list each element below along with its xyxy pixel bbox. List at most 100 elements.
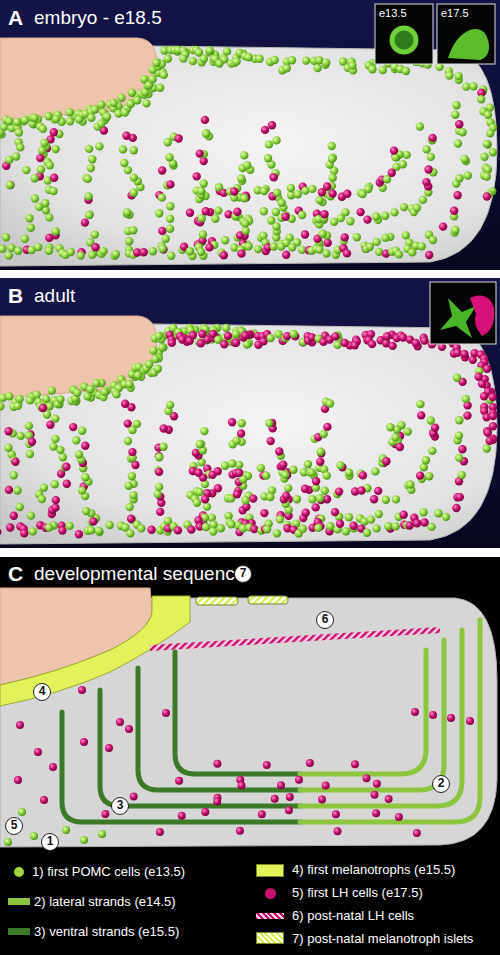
- pomc-cell: [264, 154, 272, 162]
- pomc-cell: [197, 187, 205, 195]
- posterior-lobe: [0, 316, 157, 398]
- pomc-cell: [159, 443, 167, 451]
- ventral-strand: [175, 652, 300, 774]
- lh-cell: [201, 808, 209, 816]
- pomc-cell: [322, 58, 330, 66]
- pomc-cell: [272, 222, 280, 230]
- pomc-cell: [101, 388, 109, 396]
- lh-cell: [187, 525, 195, 533]
- pomc-cell: [18, 808, 26, 816]
- pomc-cell: [45, 213, 53, 221]
- lh-cell: [105, 744, 113, 752]
- pomc-cell: [342, 527, 350, 535]
- lh-cell: [385, 795, 393, 803]
- lh-cell: [78, 686, 86, 694]
- lh-cell: [417, 411, 425, 419]
- pomc-cell: [160, 71, 168, 79]
- pomc-cell: [52, 227, 60, 235]
- pomc-cell: [245, 53, 253, 61]
- legend-swatch: [256, 864, 284, 877]
- pomc-cell: [240, 151, 248, 159]
- pomc-cell: [5, 392, 13, 400]
- lh-cell: [383, 332, 391, 340]
- lh-cell: [4, 427, 12, 435]
- lh-cell: [122, 132, 130, 140]
- pomc-cell: [25, 214, 33, 222]
- pomc-cell: [129, 226, 137, 234]
- lh-cell: [62, 463, 70, 471]
- pomc-cell: [14, 402, 22, 410]
- pomc-cell: [4, 838, 12, 846]
- pomc-cell: [452, 101, 460, 109]
- lh-cell: [205, 243, 213, 251]
- lh-cell: [331, 332, 339, 340]
- panel-b: [0, 278, 500, 548]
- pomc-cell: [408, 248, 416, 256]
- pomc-cell: [288, 56, 296, 64]
- pomc-cell: [99, 247, 107, 255]
- lh-cell: [285, 806, 293, 814]
- pomc-cell: [462, 395, 470, 403]
- pomc-cell: [260, 187, 268, 195]
- pomc-cell: [33, 390, 41, 398]
- lh-cell: [50, 174, 58, 182]
- pomc-cell: [308, 468, 316, 476]
- pomc-cell: [453, 374, 461, 382]
- pomc-cell: [386, 423, 394, 431]
- pomc-cell: [66, 108, 74, 116]
- panel-letter: B: [8, 283, 23, 308]
- pomc-cell: [5, 156, 13, 164]
- pomc-cell: [413, 204, 421, 212]
- lh-cell: [489, 412, 497, 420]
- lh-cell: [81, 442, 89, 450]
- pomc-cell: [45, 112, 53, 120]
- pomc-cell: [336, 461, 344, 469]
- pomc-cell: [72, 436, 80, 444]
- callout-number: 5: [5, 817, 23, 835]
- pomc-cell: [326, 522, 334, 530]
- lh-cell: [6, 181, 14, 189]
- pomc-cell: [287, 184, 295, 192]
- pomc-cell: [313, 64, 321, 72]
- lh-cell: [147, 526, 155, 534]
- pomc-cell: [373, 238, 381, 246]
- pomc-cell: [154, 365, 162, 373]
- lh-cell: [34, 748, 42, 756]
- pomc-cell: [78, 427, 86, 435]
- pomc-cell: [222, 324, 230, 332]
- pomc-cell: [304, 460, 312, 468]
- pomc-cell: [328, 142, 336, 150]
- lh-cell: [395, 813, 403, 821]
- pomc-cell: [45, 247, 53, 255]
- pomc-cell: [458, 128, 466, 136]
- pomc-cell: [5, 117, 13, 125]
- pomc-cell: [402, 67, 410, 75]
- pomc-cell: [123, 208, 131, 216]
- lh-cell: [331, 508, 339, 516]
- pomc-cell: [445, 71, 453, 79]
- lh-cell: [400, 511, 408, 519]
- pomc-cell: [489, 148, 497, 156]
- panel-a: [0, 0, 500, 270]
- lh-cell: [101, 810, 109, 818]
- pomc-cell: [200, 427, 208, 435]
- pomc-cell: [223, 47, 231, 55]
- lh-cell: [80, 738, 88, 746]
- lh-cell: [160, 424, 168, 432]
- lateral-strand: [300, 640, 444, 790]
- pomc-cell: [237, 174, 245, 182]
- pomc-cell: [27, 224, 35, 232]
- pomc-cell: [353, 233, 361, 241]
- lh-cell: [194, 469, 202, 477]
- lh-cell: [341, 339, 349, 347]
- lh-cell: [424, 165, 432, 173]
- pomc-cell: [418, 242, 426, 250]
- pomc-cell: [2, 233, 10, 241]
- pomc-cell: [125, 503, 133, 511]
- pomc-cell: [211, 215, 219, 223]
- pomc-cell: [451, 111, 459, 119]
- pomc-cell: [16, 503, 24, 511]
- pomc-cell: [162, 235, 170, 243]
- pomc-cell: [273, 189, 281, 197]
